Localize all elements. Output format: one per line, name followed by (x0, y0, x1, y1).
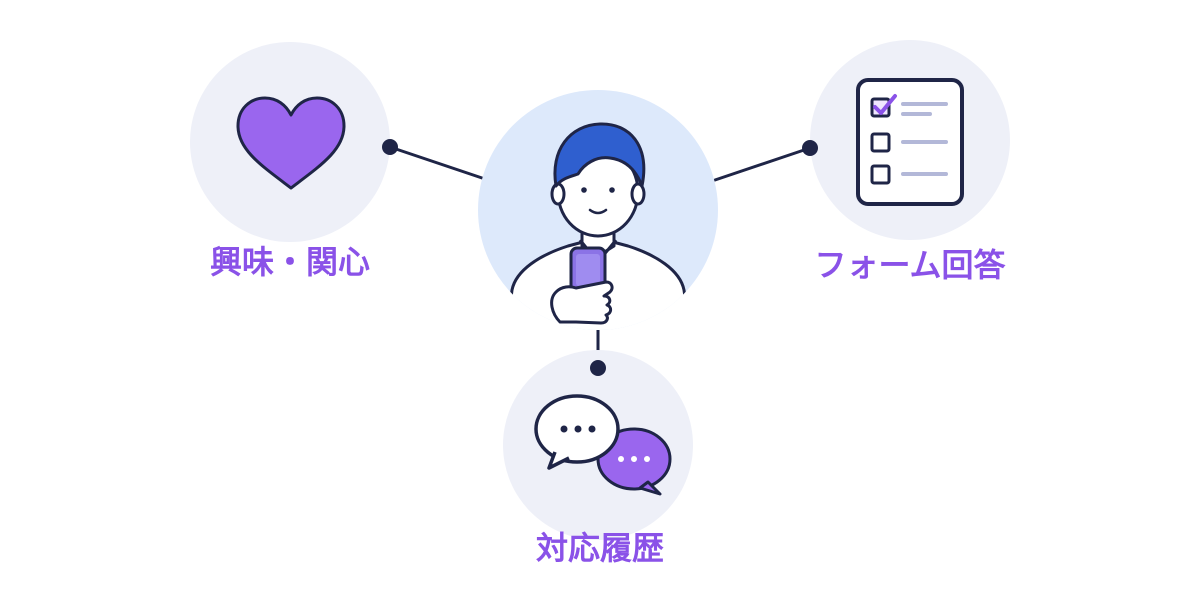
node-center (478, 90, 718, 330)
connector-form (713, 146, 812, 182)
checklist-icon (856, 78, 964, 206)
heart-icon (236, 96, 346, 190)
connector-interest (388, 145, 490, 182)
label-history: 対応履歴 (535, 529, 664, 567)
dot-history (590, 360, 606, 376)
dot-form (802, 140, 818, 156)
label-interest: 興味・関心 (209, 243, 370, 281)
node-history (503, 350, 693, 540)
chat-bubbles-icon (534, 394, 672, 496)
label-form-response: フォーム回答 (814, 246, 1006, 284)
node-form (810, 40, 1010, 240)
connector-dots (382, 139, 818, 376)
node-interest (190, 42, 390, 242)
dot-interest (382, 139, 398, 155)
person-with-smartphone-icon (503, 122, 694, 330)
